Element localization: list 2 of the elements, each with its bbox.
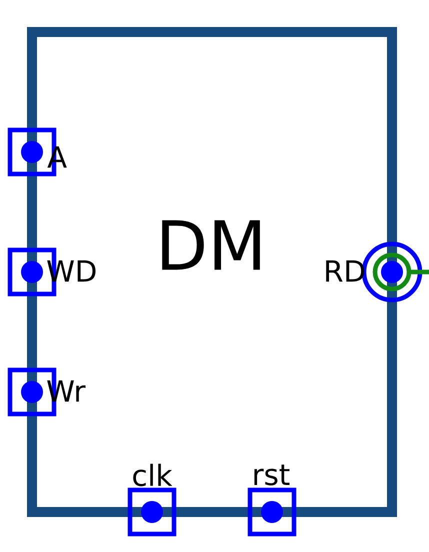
pin-label: rst <box>254 464 290 486</box>
pin-label: clk <box>133 464 172 486</box>
